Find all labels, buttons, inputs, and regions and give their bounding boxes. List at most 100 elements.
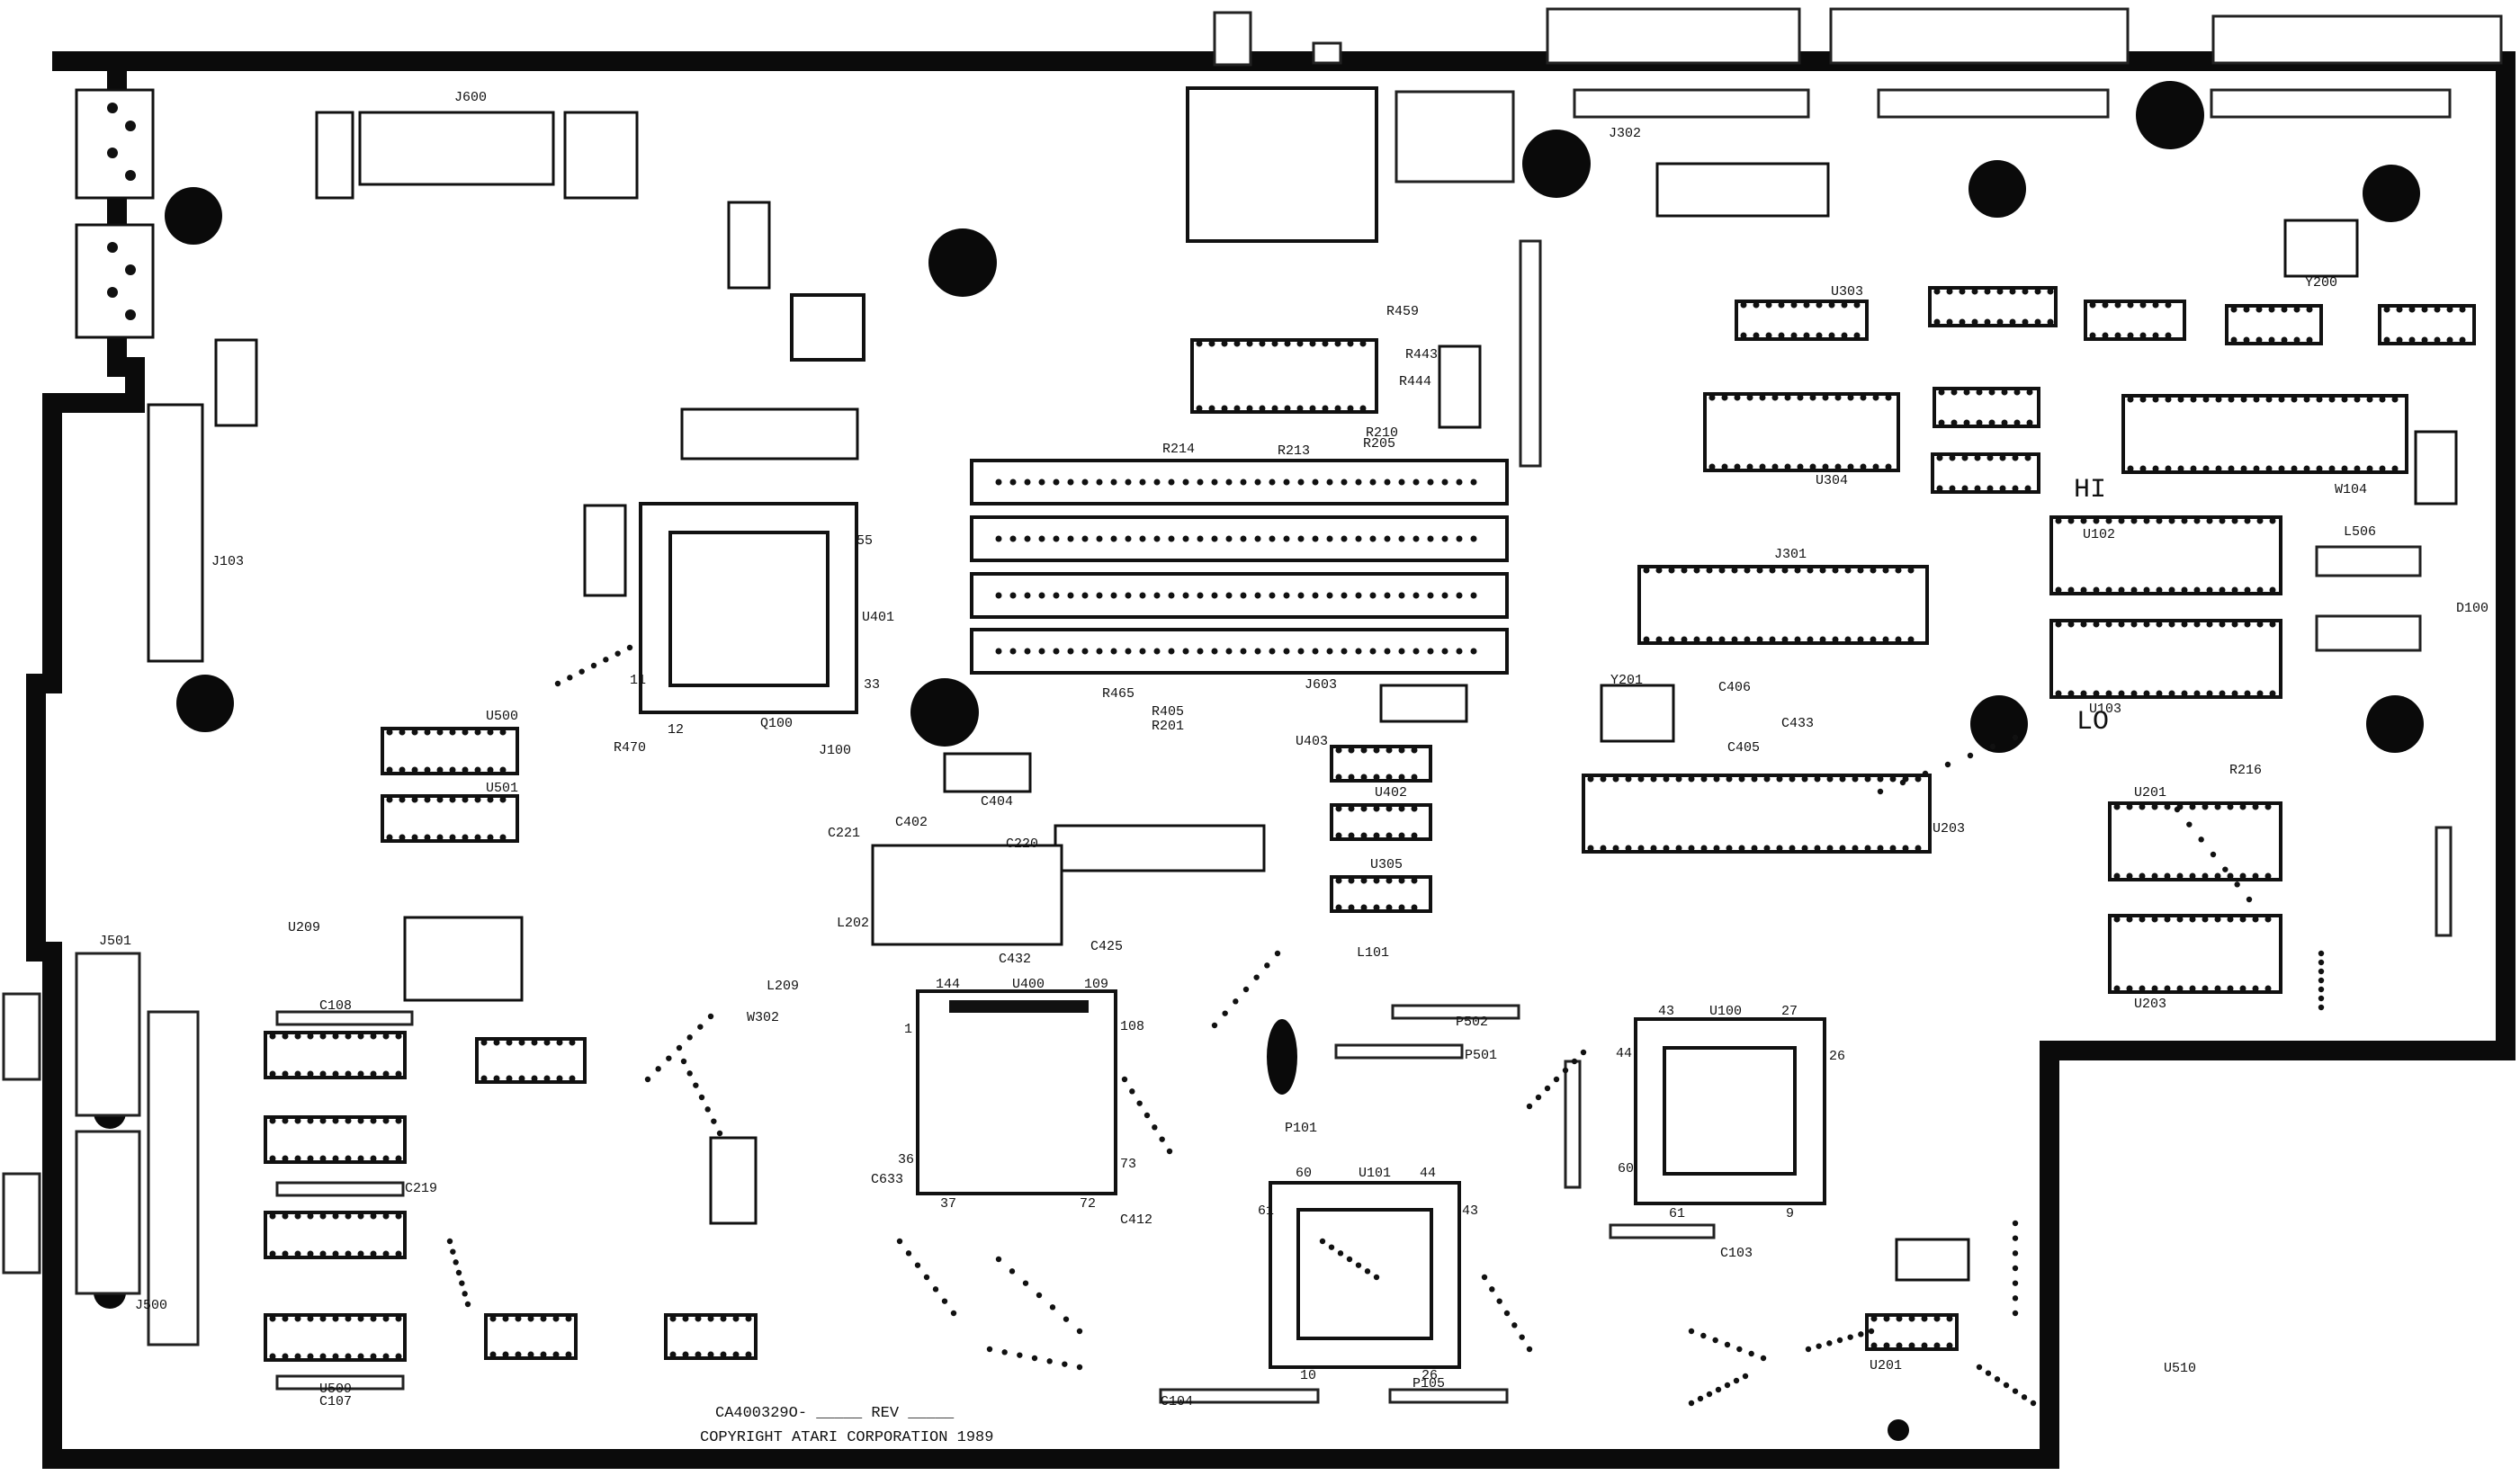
slot-pad — [1369, 479, 1377, 486]
pin-pad — [294, 1250, 301, 1257]
pin-pad — [1976, 419, 1983, 426]
pin-pad — [1348, 747, 1355, 754]
pin-pad — [552, 1351, 560, 1358]
pin-pad — [2176, 872, 2184, 880]
pin-pad — [1936, 454, 1943, 461]
pin-pad — [2227, 872, 2234, 880]
pin-pad — [1335, 904, 1342, 911]
svg-text:U102: U102 — [2083, 527, 2115, 542]
via — [554, 680, 561, 687]
pin-pad — [1915, 845, 1922, 852]
pin-pad — [556, 1039, 563, 1046]
via — [1736, 1346, 1743, 1353]
pin-pad — [1822, 463, 1829, 470]
pin-pad — [269, 1212, 276, 1220]
pin-pad — [1986, 454, 1994, 461]
pin-pad — [332, 1315, 339, 1322]
pin-pad — [2190, 396, 2197, 403]
svg-text:J100: J100 — [819, 743, 851, 758]
pin-pad — [487, 834, 494, 841]
via — [1989, 743, 1996, 750]
pin-pad — [2143, 517, 2150, 524]
pin-pad — [1411, 832, 1418, 839]
pin-pad — [269, 1070, 276, 1078]
slot-pad — [1326, 648, 1333, 655]
pin-pad — [2354, 396, 2361, 403]
pin-pad — [2231, 517, 2238, 524]
pin-pad — [1999, 485, 2006, 492]
pin-pad — [2243, 306, 2250, 313]
pin-pad — [1637, 775, 1645, 783]
pin-pad — [2189, 916, 2196, 923]
slot-pad — [1384, 479, 1391, 486]
pin-pad — [332, 1117, 339, 1124]
pin-pad — [1246, 340, 1253, 347]
pin-pad — [1763, 845, 1771, 852]
svg-text:W302: W302 — [747, 1010, 779, 1025]
via — [455, 1269, 462, 1276]
pin-pad — [345, 1315, 352, 1322]
pin-pad — [1731, 636, 1738, 643]
pin-pad — [480, 1075, 488, 1082]
svg-text:R201: R201 — [1152, 719, 1184, 734]
pin-pad — [2202, 803, 2209, 810]
pin-pad — [2252, 916, 2259, 923]
pin-pad — [2303, 396, 2310, 403]
pin-pad — [2102, 301, 2109, 309]
via — [446, 1238, 453, 1245]
pin-pad — [2243, 336, 2250, 344]
pin-pad — [2177, 396, 2184, 403]
pin-pad — [499, 766, 507, 774]
via — [2318, 986, 2325, 993]
pin-pad — [2230, 306, 2238, 313]
slot-pad — [1297, 648, 1305, 655]
via — [2318, 968, 2325, 975]
pin-pad — [2130, 690, 2138, 697]
via — [1994, 1376, 2001, 1382]
slot-pad — [1168, 479, 1175, 486]
pin-pad — [2156, 586, 2163, 594]
pin-pad — [569, 1075, 576, 1082]
pin-pad — [1693, 636, 1700, 643]
u100-plcc-chip: 43 U100 27 44 26 60 61 9 — [1616, 1004, 1845, 1221]
via — [2012, 1295, 2019, 1302]
pin-pad — [2446, 306, 2453, 313]
pin-pad — [1753, 301, 1760, 309]
pin-pad — [395, 1033, 402, 1040]
pin-pad — [332, 1033, 339, 1040]
pin-pad — [493, 1039, 500, 1046]
pin-pad — [1643, 567, 1650, 574]
svg-text:J500: J500 — [135, 1298, 167, 1313]
pin-pad — [1681, 567, 1688, 574]
pin-pad — [1963, 389, 1970, 396]
pin-pad — [1625, 775, 1632, 783]
pin-pad — [1984, 318, 1991, 326]
pin-pad — [2024, 485, 2031, 492]
pin-pad — [1271, 405, 1278, 412]
pin-pad — [1988, 389, 1995, 396]
pin-pad — [449, 766, 456, 774]
pin-pad — [506, 1075, 513, 1082]
svg-text:R459: R459 — [1386, 304, 1419, 319]
pin-pad — [2055, 517, 2062, 524]
svg-text:U100: U100 — [1709, 1004, 1742, 1019]
pin-pad — [395, 1315, 402, 1322]
pin-pad — [2215, 465, 2222, 472]
pin-pad — [2256, 621, 2264, 628]
slot-pad — [1398, 479, 1405, 486]
slot-pad — [1096, 592, 1103, 599]
pin-pad — [1373, 832, 1380, 839]
pin-pad — [2113, 985, 2121, 992]
pin-pad — [1759, 463, 1766, 470]
via — [464, 1301, 471, 1308]
pin-pad — [2093, 517, 2100, 524]
pin-pad — [518, 1075, 525, 1082]
pin-pad — [1852, 845, 1859, 852]
pin-pad — [332, 1212, 339, 1220]
slot-pad — [1312, 592, 1319, 599]
svg-text:C219: C219 — [405, 1181, 437, 1196]
via — [2318, 977, 2325, 984]
pin-pad — [345, 1155, 352, 1162]
pin-pad — [569, 1039, 576, 1046]
pin-pad — [1693, 567, 1700, 574]
